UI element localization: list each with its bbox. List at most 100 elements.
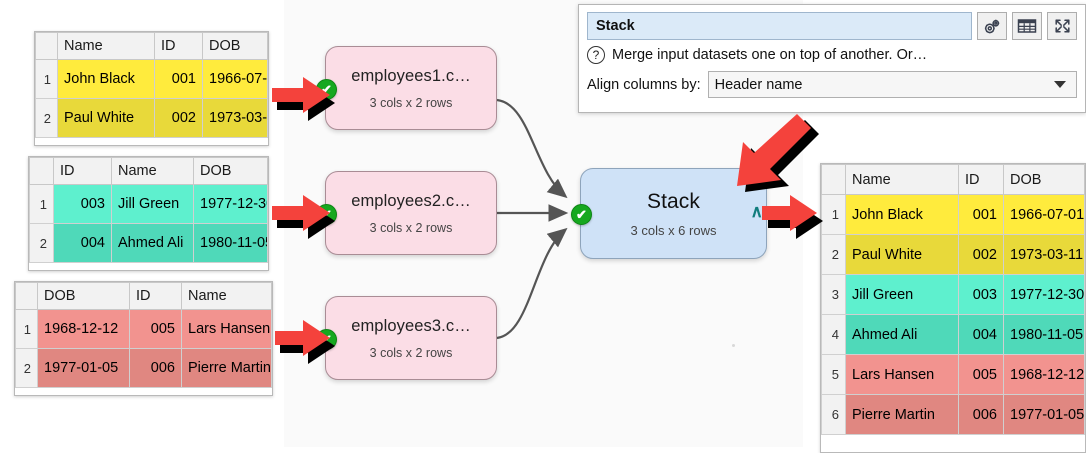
table-row: 4 Ahmed Ali 004 1980-11-05 [821,314,1085,355]
node-employees2[interactable]: ✔ employees2.c… 3 cols x 2 rows [316,171,497,255]
sheet-table: ID Name DOB 1 003 Jill Green 1977-12-30 … [29,157,268,263]
table-row: 2 1977-01-05 006 Pierre Martin [15,348,272,388]
settings-gears-icon[interactable] [977,12,1007,40]
cell[interactable]: 1977-01-05 [1003,394,1085,435]
cell[interactable]: Lars Hansen [181,309,272,349]
cell[interactable]: Ahmed Ali [845,314,959,355]
cell[interactable]: 004 [53,223,112,263]
cell[interactable]: 1968-12-12 [37,309,130,349]
stack-output-sheet[interactable]: Name ID DOB 1 John Black 001 1966-07-01 … [820,163,1086,453]
table-row: 2 Paul White 002 1973-03-11 [821,234,1085,275]
row-number[interactable]: 1 [29,184,54,224]
cell[interactable]: Lars Hansen [845,354,959,395]
cell[interactable]: John Black [57,59,155,99]
help-icon[interactable]: ? [587,46,605,64]
employees1-sheet[interactable]: Name ID DOB 1 John Black 001 1966-07-01 … [34,31,269,146]
row-number[interactable]: 3 [821,274,846,315]
employees3-sheet[interactable]: DOB ID Name 1 1968-12-12 005 Lars Hansen… [14,281,273,396]
col-header[interactable]: ID [958,164,1004,195]
cell[interactable]: 002 [958,234,1004,275]
panel-description: Merge input datasets one on top of anoth… [612,47,928,63]
sheet-corner[interactable] [29,157,54,185]
row-number[interactable]: 1 [35,59,58,99]
table-row: 2 Paul White 002 1973-03-11 [35,98,268,138]
cell[interactable]: 1980-11-05 [193,223,268,263]
cell[interactable]: 1977-01-05 [37,348,130,388]
cell[interactable]: John Black [845,194,959,235]
cell[interactable]: 004 [958,314,1004,355]
cell[interactable]: Ahmed Ali [111,223,194,263]
col-header[interactable]: Name [845,164,959,195]
panel-align-row: Align columns by: Header name [587,71,1077,98]
col-header[interactable]: Name [111,157,194,185]
status-ok-icon: ✔ [571,204,592,225]
col-header[interactable]: DOB [37,282,130,310]
item-name-input[interactable]: Stack [587,12,972,40]
col-header[interactable]: DOB [193,157,268,185]
node-employees1[interactable]: ✔ employees1.c… 3 cols x 2 rows [316,46,497,130]
output-port-icon[interactable]: ∧ [750,202,763,221]
row-number[interactable]: 1 [15,309,38,349]
table-row: 1 1968-12-12 005 Lars Hansen [15,309,272,349]
cell[interactable]: 1973-03-11 [1003,234,1085,275]
node-title: Stack [646,189,701,213]
expand-icon[interactable] [1047,12,1077,40]
col-header[interactable]: Name [57,32,155,60]
row-number[interactable]: 2 [821,234,846,275]
cell[interactable]: 1966-07-01 [202,59,268,99]
col-header[interactable]: DOB [202,32,268,60]
cell[interactable]: 001 [154,59,203,99]
cell[interactable]: 001 [958,194,1004,235]
cell[interactable]: Jill Green [111,184,194,224]
cell[interactable]: 005 [958,354,1004,395]
col-header[interactable]: ID [154,32,203,60]
canvas-dot [732,344,735,347]
sheet-corner[interactable] [821,164,846,195]
node-title: employees3.c… [351,316,471,335]
table-row: 3 Jill Green 003 1977-12-30 [821,274,1085,315]
table-row: 1 John Black 001 1966-07-01 [821,194,1085,235]
row-number[interactable]: 2 [15,348,38,388]
row-number[interactable]: 2 [35,98,58,138]
cell[interactable]: Jill Green [845,274,959,315]
cell[interactable]: Paul White [845,234,959,275]
node-subtitle: 3 cols x 2 rows [369,95,453,110]
node-title: employees2.c… [351,191,471,210]
row-number[interactable]: 4 [821,314,846,355]
panel-name-row: Stack [587,12,1077,40]
table-row: 2 004 Ahmed Ali 1980-11-05 [29,223,268,263]
status-ok-icon: ✔ [316,204,337,225]
row-number[interactable]: 2 [29,223,54,263]
col-header[interactable]: Name [181,282,272,310]
employees2-sheet[interactable]: ID Name DOB 1 003 Jill Green 1977-12-30 … [28,156,269,271]
col-header[interactable]: ID [129,282,182,310]
cell[interactable]: 002 [154,98,203,138]
cell[interactable]: 003 [53,184,112,224]
node-employees3[interactable]: ✔ employees3.c… 3 cols x 2 rows [316,296,497,380]
chevron-down-icon [1054,81,1066,88]
cell[interactable]: 1977-12-30 [1003,274,1085,315]
align-columns-select[interactable]: Header name [707,71,1077,98]
cell[interactable]: 1968-12-12 [1003,354,1085,395]
table-grid-icon[interactable] [1012,12,1042,40]
cell[interactable]: Paul White [57,98,155,138]
row-number[interactable]: 5 [821,354,846,395]
col-header[interactable]: ID [53,157,112,185]
cell[interactable]: 1980-11-05 [1003,314,1085,355]
node-stack[interactable]: ✔ Stack 3 cols x 6 rows ∧ [571,168,767,259]
cell[interactable]: Pierre Martin [845,394,959,435]
cell[interactable]: 006 [129,348,182,388]
cell[interactable]: 1977-12-30 [193,184,268,224]
cell[interactable]: 1973-03-11 [202,98,268,138]
cell[interactable]: 006 [958,394,1004,435]
col-header[interactable]: DOB [1003,164,1085,195]
sheet-corner[interactable] [15,282,38,310]
row-number[interactable]: 1 [821,194,846,235]
cell[interactable]: 003 [958,274,1004,315]
cell[interactable]: Pierre Martin [181,348,272,388]
cell[interactable]: 005 [129,309,182,349]
cell[interactable]: 1966-07-01 [1003,194,1085,235]
table-row: 1 003 Jill Green 1977-12-30 [29,184,268,224]
row-number[interactable]: 6 [821,394,846,435]
sheet-corner[interactable] [35,32,58,60]
